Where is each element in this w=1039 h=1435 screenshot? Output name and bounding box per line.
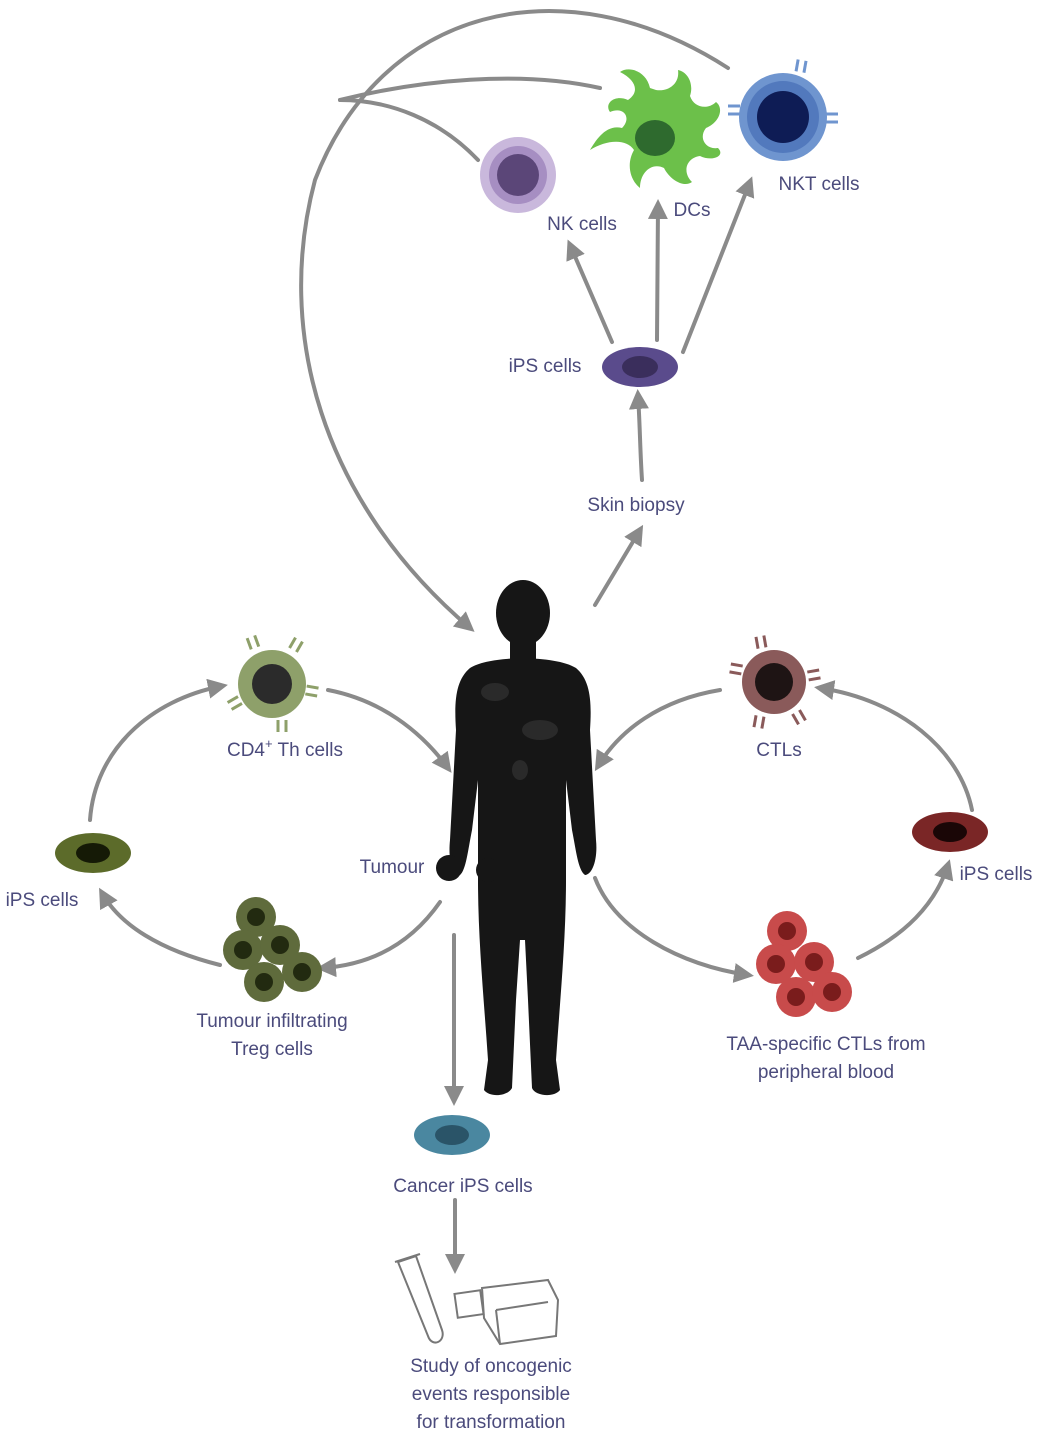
label-ips-top: iPS cells <box>509 356 582 377</box>
label-ctls: CTLs <box>756 740 801 761</box>
ips-cell-left-icon <box>55 833 131 873</box>
label-tumour: Tumour <box>360 857 425 878</box>
cancer-ips-cell-icon <box>414 1115 490 1155</box>
taa-ctl-cluster-icon <box>756 911 852 1017</box>
arrow-ctl-to-body <box>594 688 722 772</box>
label-cd4-th-cells: CD4+ Th cells <box>227 736 343 761</box>
label-nk-cells: NK cells <box>547 214 617 235</box>
label-treg-line2: Treg cells <box>231 1039 313 1060</box>
arrow-body-to-taa <box>593 876 754 983</box>
arrow-ips-to-nk <box>566 239 614 344</box>
label-ips-right: iPS cells <box>960 864 1033 885</box>
label-study-line2: events responsible <box>412 1384 570 1405</box>
arrow-ips-to-dc <box>647 199 668 342</box>
arrow-biopsy-to-ips <box>628 389 649 482</box>
label-nkt-cells: NKT cells <box>779 174 860 195</box>
line-dc-branch <box>338 76 602 102</box>
ips-cell-top-icon <box>602 347 678 387</box>
label-taa-line1: TAA-specific CTLs from <box>726 1034 925 1055</box>
culture-flask-icon <box>453 1278 560 1346</box>
treg-cells-cluster-icon <box>223 897 322 1002</box>
arrow-body-to-skin-biopsy <box>593 524 644 607</box>
arrow-cd4-to-body <box>326 688 452 773</box>
arrow-tumour-to-treg <box>316 900 442 978</box>
arrow-taa-to-ips-right <box>856 859 954 960</box>
label-skin-biopsy: Skin biopsy <box>587 495 685 516</box>
ctl-cell-icon <box>727 633 823 731</box>
arrow-ips-left-to-cd4 <box>88 678 228 822</box>
line-nk-branch <box>338 98 480 162</box>
nkt-cell-icon <box>726 57 840 161</box>
arrow-ips-right-to-ctl <box>814 680 974 812</box>
label-ips-left: iPS cells <box>6 890 79 911</box>
arrow-treg-to-ips-left <box>99 887 222 967</box>
arrow-immune-cells-to-body <box>299 9 730 632</box>
arrow-ips-to-nkt <box>681 176 755 354</box>
label-study-line3: for transformation <box>417 1412 566 1433</box>
label-cancer-ips: Cancer iPS cells <box>393 1176 532 1197</box>
label-study-line1: Study of oncogenic <box>410 1356 572 1377</box>
ips-cell-right-icon <box>912 812 988 852</box>
human-body-silhouette-icon <box>436 580 597 1096</box>
dendritic-cell-icon <box>590 69 721 188</box>
arrows <box>88 9 974 1274</box>
label-dcs: DCs <box>674 200 711 221</box>
label-taa-line2: peripheral blood <box>758 1062 894 1083</box>
nk-cell-icon <box>480 137 556 213</box>
tumour-marks <box>481 683 558 780</box>
test-tube-icon <box>394 1253 444 1344</box>
cd4-th-cell-icon <box>226 633 321 734</box>
label-treg-line1: Tumour infiltrating <box>196 1011 347 1032</box>
